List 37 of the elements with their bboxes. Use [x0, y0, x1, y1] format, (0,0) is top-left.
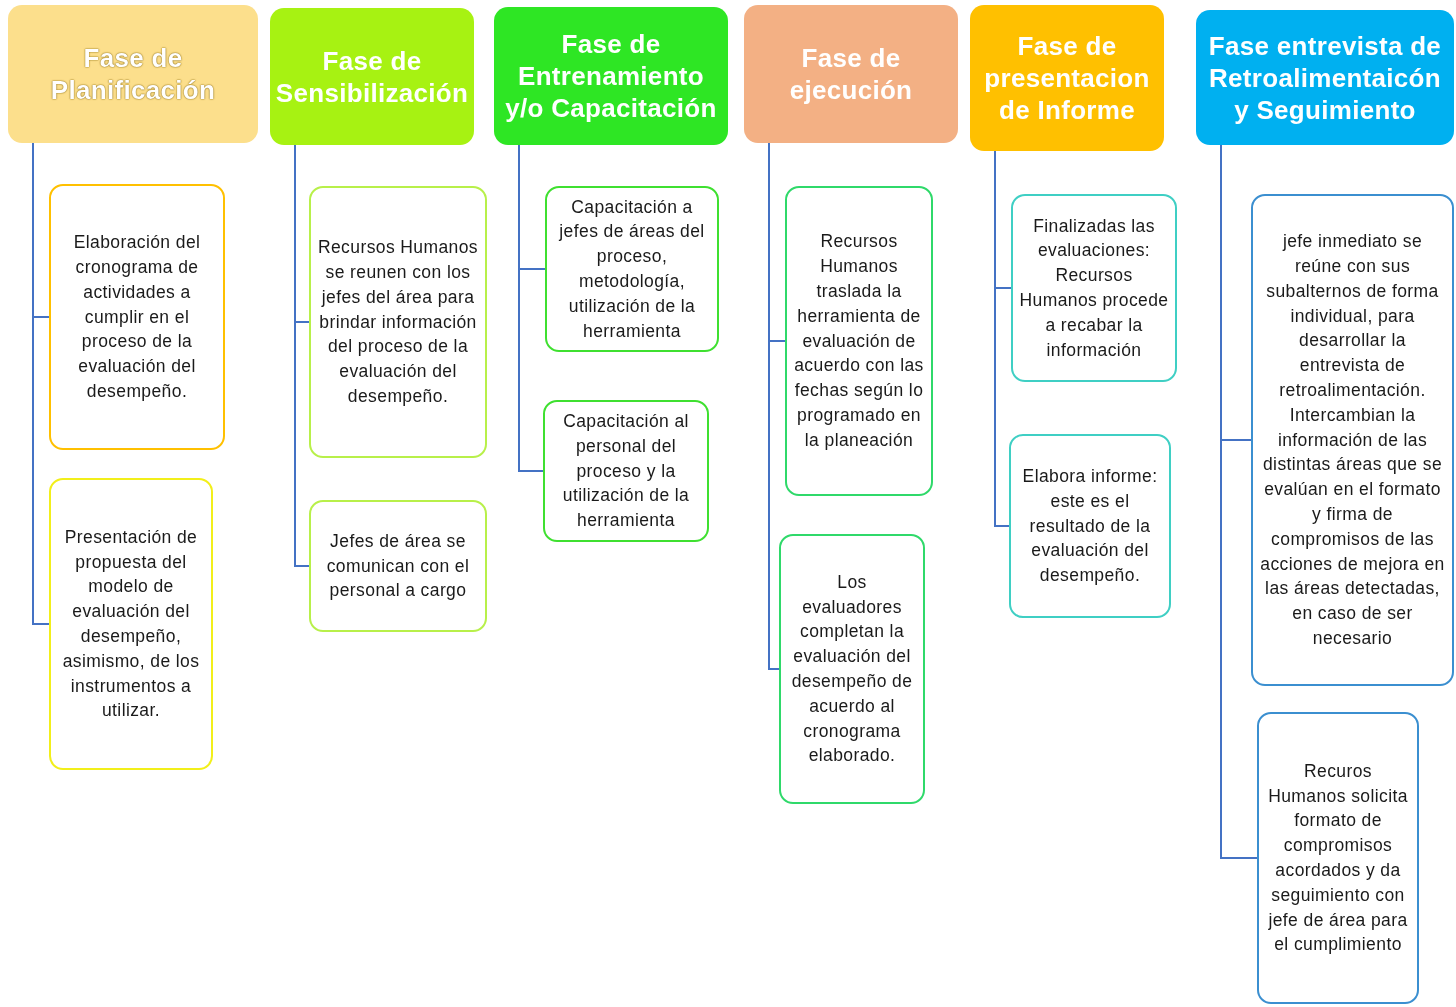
phase-title: Fase de Entrenamiento y/o Capacitación	[504, 28, 718, 124]
activity-text: Los evaluadores completan la evaluación del desempeño de acuerdo al cronograma elaborado.	[790, 570, 914, 768]
activity-text: Jefes de área se comunican con el personal a cargo	[325, 529, 471, 603]
activity-box	[1257, 712, 1419, 1004]
activity-box	[49, 184, 225, 450]
phase-title: Fase de ejecución	[788, 42, 914, 106]
activity-text: jefe inmediato se reúne con sus subalternos de forma individual, para desarrollar la entrevista de retroalimentación. Intercambian la información de las distintas áreas que se evalúan en el formato y firma de compromisos de las acciones de mejora en las áreas detectadas, en caso de ser necesario	[1259, 230, 1446, 650]
phase-header	[1196, 10, 1454, 145]
phase-title: Fase de Sensibilización	[275, 44, 469, 109]
connector-line	[518, 144, 544, 472]
activity-box	[49, 478, 213, 770]
phase-title: Fase de Planificación	[49, 42, 217, 106]
activity-text: Elaboración del cronograma de actividades a cumplir en el proceso de la evaluación del desempeño.	[72, 231, 202, 403]
activity-text: Elabora informe: este es el resultado de la evaluación del desempeño.	[1021, 465, 1159, 588]
phase-header	[970, 5, 1164, 151]
activity-text: Recursos Humanos se reunen con los jefes del área para brindar información del proceso de la evaluación del desempeño.	[316, 236, 480, 408]
phase-header	[270, 8, 474, 145]
activity-box	[309, 186, 487, 458]
activity-text: Presentación de propuesta del modelo de evaluación del desempeño, asimismo, de los instrumentos a utilizar.	[61, 525, 201, 723]
phase-header	[8, 5, 258, 143]
activity-box	[543, 400, 709, 542]
activity-box	[1251, 194, 1454, 686]
activity-box	[779, 534, 925, 804]
activity-box	[1011, 194, 1177, 382]
activity-box	[309, 500, 487, 632]
activity-text: Capacitación al personal del proceso y la utilización de la herramienta	[561, 410, 691, 533]
activity-text: Recuros Humanos solicita formato de compromisos acordados y da seguimiento con jefe de área para el cumplimiento	[1267, 759, 1409, 957]
phase-header	[744, 5, 958, 143]
activity-text: Capacitación a jefes de áreas del proceso, metodología, utilización de la herramienta	[557, 195, 706, 343]
activity-box	[545, 186, 719, 352]
activity-text: Recursos Humanos traslada la herramienta de evaluación de acuerdo con las fechas según lo programado en la planeación	[793, 230, 925, 452]
phase-title: Fase entrevista de Retroalimentaicón y Seguimiento	[1207, 29, 1443, 126]
activity-box	[785, 186, 933, 496]
activity-text: Finalizadas las evaluaciones: Recursos Humanos procede a recabar la información	[1018, 214, 1170, 362]
phase-title: Fase de presentacion de Informe	[983, 30, 1151, 126]
phase-header	[494, 7, 728, 145]
activity-box	[1009, 434, 1171, 618]
